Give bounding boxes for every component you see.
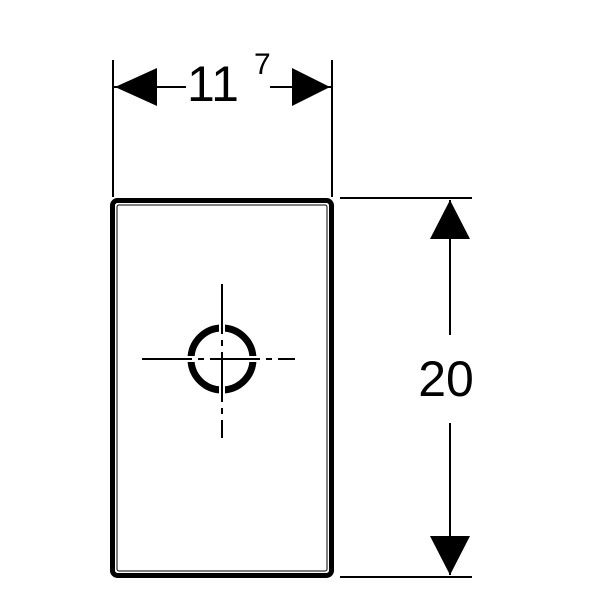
plate-inner-outline <box>116 204 328 572</box>
width-dimension-label: 11 <box>187 56 239 112</box>
center-hole-symbol <box>142 284 295 438</box>
height-arrow-top <box>430 200 470 239</box>
width-dimension: 11 7 <box>112 48 333 197</box>
width-arrow-left <box>115 68 157 106</box>
width-arrow-right <box>292 68 330 106</box>
height-dimension-label: 20 <box>418 351 474 407</box>
width-dimension-superscript: 7 <box>254 48 271 81</box>
height-dimension: 20 <box>340 197 474 578</box>
height-arrow-bottom <box>430 536 470 575</box>
